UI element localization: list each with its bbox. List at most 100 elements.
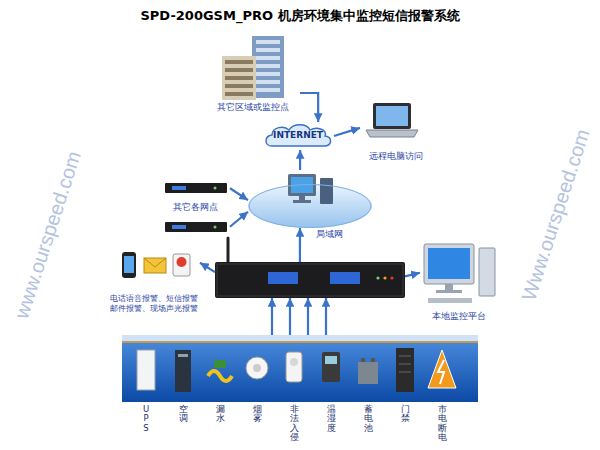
building-icon bbox=[256, 72, 280, 76]
building-icon bbox=[225, 60, 253, 64]
sensor-icons bbox=[290, 358, 298, 366]
desktop-computer-icon bbox=[445, 284, 453, 290]
sensor-icons bbox=[325, 356, 337, 364]
node-label: 电话语音报警、短信报警 bbox=[110, 294, 198, 304]
arrow-connector bbox=[230, 188, 248, 200]
internet-cloud: INTERNET bbox=[262, 122, 334, 150]
monitor-host-icon bbox=[215, 262, 405, 298]
building-icon bbox=[222, 56, 256, 100]
text-group: 其它各网点 bbox=[160, 180, 230, 235]
sensor-icons bbox=[399, 364, 411, 365]
arrow-connector bbox=[200, 263, 215, 272]
text-group: 漏水 bbox=[216, 405, 225, 424]
node-label: INTERNET bbox=[273, 130, 323, 141]
laptop-icon bbox=[366, 103, 418, 137]
laptop-icon bbox=[373, 103, 411, 129]
node-label: 局域网 bbox=[316, 229, 343, 240]
sensor-label: 非法入侵 bbox=[290, 405, 299, 442]
ellipse-outline bbox=[248, 170, 372, 228]
building-icon bbox=[225, 92, 253, 96]
lan-ellipse-shape bbox=[249, 185, 371, 228]
monitor-host-icon bbox=[383, 276, 386, 279]
alarm-output-node: 电话语音报警、短信报警邮件报警、现场声光报警 bbox=[108, 250, 200, 314]
text-group: 远程电脑访问 bbox=[360, 151, 432, 162]
text-group bbox=[215, 262, 405, 298]
building-icon bbox=[256, 40, 280, 44]
sensor-node: 漏水 bbox=[205, 341, 235, 397]
arrow-connector bbox=[289, 298, 291, 335]
building-icon bbox=[256, 64, 280, 68]
monitor-host-icon bbox=[217, 264, 403, 296]
rack-device-icon bbox=[214, 187, 217, 190]
node-label: 邮件报警、现场声光报警 bbox=[110, 304, 198, 314]
sensor-label: 蓄电池 bbox=[364, 405, 373, 433]
sensor-label: 烟雾 bbox=[253, 405, 262, 424]
sensor-label: 温湿度 bbox=[327, 405, 336, 433]
alarm-icons bbox=[124, 256, 134, 273]
sensor-label: 漏水 bbox=[216, 405, 225, 424]
sensor-icons bbox=[322, 352, 340, 382]
lan-computer-icon bbox=[320, 178, 333, 204]
monitor-host-icon bbox=[227, 238, 230, 263]
sensor-icons bbox=[399, 372, 411, 373]
arrow-connector bbox=[271, 298, 273, 335]
desktop-computer-icon bbox=[436, 290, 462, 293]
building-icon bbox=[256, 80, 280, 84]
lan-computer-icon bbox=[293, 200, 311, 203]
sensor-icons bbox=[399, 356, 411, 357]
sensor-node: 温湿度 bbox=[316, 341, 346, 397]
building-icon bbox=[256, 48, 280, 52]
rack-device-icon bbox=[165, 183, 227, 193]
sensor-node: 门禁 bbox=[390, 341, 420, 397]
sensor-node: 空调 bbox=[168, 341, 198, 397]
branch-devices-node: 其它各网点 bbox=[160, 180, 230, 235]
sensor-icons bbox=[178, 354, 188, 357]
building-icon bbox=[256, 88, 280, 92]
monitor-host-icon bbox=[268, 272, 298, 284]
monitor-host-icon bbox=[330, 272, 360, 284]
arrow-connector bbox=[299, 150, 301, 170]
text-group: UPS bbox=[142, 405, 151, 433]
cloud-shape bbox=[266, 125, 331, 146]
sensor-icons bbox=[361, 358, 365, 362]
sensor-icons bbox=[214, 360, 226, 368]
arrow-connector bbox=[230, 212, 248, 227]
sensor-band-ground bbox=[122, 341, 478, 343]
sensor-band-ground bbox=[122, 335, 478, 341]
alarm-icons bbox=[144, 258, 166, 267]
alarm-icons bbox=[122, 252, 136, 278]
laptop-icon bbox=[376, 106, 408, 126]
text-group: 非法入侵 bbox=[290, 405, 299, 442]
text-group: 电话语音报警、短信报警邮件报警、现场声光报警 bbox=[108, 294, 200, 314]
building-icon bbox=[256, 56, 280, 60]
alarm-icons bbox=[144, 258, 166, 273]
sensor-icons bbox=[286, 352, 302, 382]
sensor-label: 空调 bbox=[179, 405, 188, 424]
text-group: 烟雾 bbox=[253, 405, 262, 424]
desktop-computer-icon bbox=[424, 244, 495, 303]
alarm-icons bbox=[173, 254, 190, 276]
sensor-node: 烟雾 bbox=[242, 341, 272, 397]
node-label: 其它各网点 bbox=[173, 202, 218, 213]
alarm-icons bbox=[177, 257, 187, 267]
sensor-icons bbox=[137, 350, 155, 390]
sensor-band: UPS空调漏水烟雾非法入侵温湿度蓄电池门禁市电断电 bbox=[122, 335, 478, 402]
sensor-label: 门禁 bbox=[401, 405, 410, 424]
local-platform-node: 本地监控平台 bbox=[420, 240, 498, 322]
sensor-band-ground bbox=[122, 335, 478, 402]
text-group: 其它区域或监控点 bbox=[205, 102, 300, 113]
monitor-host-icon bbox=[376, 276, 379, 279]
laptop-icon bbox=[366, 130, 418, 137]
monitor-host-device bbox=[215, 262, 405, 298]
building-node: 其它区域或监控点 bbox=[205, 33, 300, 113]
diagram-title: SPD-200GSM_PRO 机房环境集中监控短信报警系统 bbox=[0, 7, 600, 25]
monitor-host-icon bbox=[390, 276, 393, 279]
sensor-icons bbox=[438, 360, 444, 384]
node-label: 远程电脑访问 bbox=[369, 151, 423, 162]
arrow-connector bbox=[334, 128, 360, 136]
text-group: INTERNET bbox=[262, 122, 334, 150]
sensor-icons bbox=[175, 350, 191, 392]
sensor-icons bbox=[253, 364, 261, 372]
sensor-node: UPS bbox=[131, 341, 161, 397]
